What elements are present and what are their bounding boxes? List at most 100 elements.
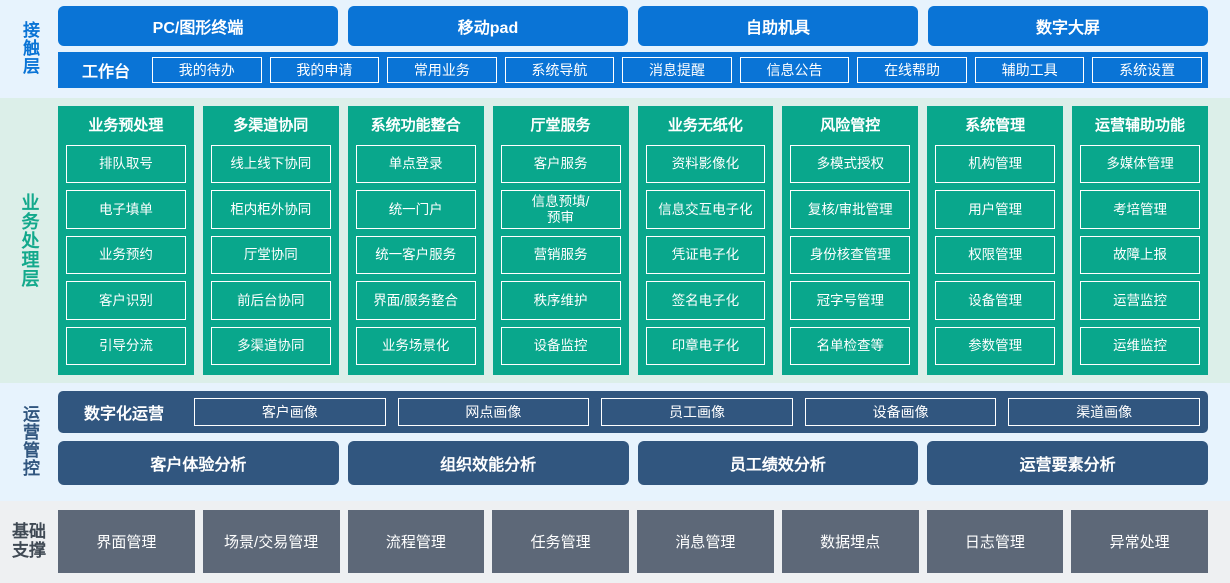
biz-cell[interactable]: 资料影像化 (645, 145, 766, 184)
touch-item-common-business[interactable]: 常用业务 (387, 57, 497, 83)
base-item-process-management[interactable]: 流程管理 (347, 510, 485, 573)
biz-cell[interactable]: 多媒体管理 (1080, 145, 1200, 184)
biz-column-title: 风险管控 (820, 117, 881, 134)
biz-column-operation-support: 运营辅助功能 多媒体管理 考培管理 故障上报 运营监控 运维监控 (1072, 106, 1208, 375)
base-item-scenario-transaction-management[interactable]: 场景/交易管理 (202, 510, 340, 573)
biz-cell[interactable]: 多渠道协同 (210, 326, 331, 366)
ops-portrait-channel[interactable]: 渠道画像 (1008, 398, 1200, 426)
base-item-log-management[interactable]: 日志管理 (926, 510, 1064, 573)
touch-item-auxiliary-tools[interactable]: 辅助工具 (974, 57, 1085, 83)
touch-channel-self-service[interactable]: 自助机具 (638, 6, 918, 46)
touch-channel-pc[interactable]: PC/图形终端 (58, 6, 338, 46)
touch-channel-mobile-pad[interactable]: 移动pad (348, 6, 628, 46)
ops-analysis-row: 客户体验分析 组织效能分析 员工绩效分析 运营要素分析 (58, 441, 1208, 485)
biz-column-title: 多渠道协同 (233, 117, 309, 134)
ops-digital-title: 数字化运营 (84, 406, 165, 423)
biz-cell[interactable]: 考培管理 (1080, 190, 1200, 229)
biz-column-paperless: 业务无纸化 资料影像化 信息交互电子化 凭证电子化 签名电子化 印章电子化 (637, 106, 774, 375)
biz-cell[interactable]: 多模式授权 (790, 145, 911, 184)
biz-column-title: 业务无纸化 (667, 117, 743, 134)
touch-item-my-todo[interactable]: 我的待办 (152, 57, 262, 83)
layer-touch-body: PC/图形终端 移动pad 自助机具 数字大屏 工作台 我的待办 我的申请 常用… (58, 6, 1230, 90)
base-item-ui-management[interactable]: 界面管理 (58, 510, 195, 573)
biz-cell[interactable]: 秩序维护 (500, 281, 621, 320)
biz-cell[interactable]: 引导分流 (66, 326, 186, 366)
ops-portrait-customer[interactable]: 客户画像 (194, 398, 386, 426)
biz-cell[interactable]: 统一客户服务 (355, 235, 476, 275)
biz-cell[interactable]: 线上线下协同 (210, 145, 331, 184)
layer-operations-label: 运营管控 (20, 405, 40, 477)
biz-cell[interactable]: 设备监控 (500, 326, 621, 366)
biz-column-system-integration: 系统功能整合 单点登录 统一门户 统一客户服务 界面/服务整合 业务场景化 (347, 106, 484, 375)
ops-analysis-org-efficiency[interactable]: 组织效能分析 (347, 441, 629, 485)
biz-cell[interactable]: 签名电子化 (645, 281, 766, 320)
biz-cell[interactable]: 身份核查管理 (790, 235, 911, 275)
biz-cell[interactable]: 排队取号 (66, 145, 186, 184)
biz-cell[interactable]: 营销服务 (500, 235, 621, 275)
ops-analysis-operation-factors[interactable]: 运营要素分析 (927, 441, 1208, 485)
biz-cell[interactable]: 运营监控 (1080, 281, 1200, 320)
touch-workbench-row: 工作台 我的待办 我的申请 常用业务 系统导航 消息提醒 信息公告 在线帮助 辅… (58, 52, 1208, 88)
biz-column-title: 系统管理 (965, 117, 1026, 134)
ops-analysis-employee-performance[interactable]: 员工绩效分析 (637, 441, 919, 485)
biz-cell[interactable]: 机构管理 (935, 145, 1056, 184)
biz-cell[interactable]: 凭证电子化 (645, 235, 766, 275)
biz-cell[interactable]: 用户管理 (935, 190, 1056, 229)
ops-analysis-customer-experience[interactable]: 客户体验分析 (58, 441, 339, 485)
biz-cell[interactable]: 参数管理 (935, 326, 1056, 366)
biz-column-lobby-service: 厅堂服务 客户服务 信息预填/ 预审 营销服务 秩序维护 设备监控 (492, 106, 629, 375)
biz-cell[interactable]: 业务场景化 (355, 326, 476, 366)
biz-cell[interactable]: 运维监控 (1080, 326, 1200, 366)
layer-operations-body: 数字化运营 客户画像 网点画像 员工画像 设备画像 渠道画像 客户体验分析 组织… (58, 391, 1230, 491)
layer-base-label-line1: 基础 (12, 522, 46, 542)
biz-cell[interactable]: 印章电子化 (645, 326, 766, 366)
biz-cell[interactable]: 客户服务 (500, 145, 621, 184)
biz-cell[interactable]: 故障上报 (1080, 235, 1200, 275)
biz-cell[interactable]: 厅堂协同 (210, 235, 331, 275)
touch-item-system-navigation[interactable]: 系统导航 (504, 57, 615, 83)
touch-workbench-title: 工作台 (82, 64, 131, 81)
biz-cell[interactable]: 客户识别 (66, 281, 186, 320)
biz-cell[interactable]: 设备管理 (935, 281, 1056, 320)
layer-touch: 接触层 PC/图形终端 移动pad 自助机具 数字大屏 工作台 我的待办 我的申… (0, 0, 1230, 98)
biz-cell[interactable]: 名单检查等 (790, 326, 911, 366)
touch-item-info-announcement[interactable]: 信息公告 (739, 57, 850, 83)
ops-portrait-employee[interactable]: 员工画像 (601, 398, 793, 426)
biz-column-multichannel: 多渠道协同 线上线下协同 柜内柜外协同 厅堂协同 前后台协同 多渠道协同 (202, 106, 339, 375)
biz-cell[interactable]: 单点登录 (355, 145, 476, 184)
base-item-task-management[interactable]: 任务管理 (492, 510, 629, 573)
touch-item-message-reminder[interactable]: 消息提醒 (622, 57, 732, 83)
biz-cell[interactable]: 电子填单 (66, 190, 186, 229)
base-item-data-tracking[interactable]: 数据埋点 (781, 510, 919, 573)
touch-item-my-application[interactable]: 我的申请 (269, 57, 380, 83)
biz-cell[interactable]: 业务预约 (66, 235, 186, 275)
biz-column-system-management: 系统管理 机构管理 用户管理 权限管理 设备管理 参数管理 (927, 106, 1064, 375)
biz-cell[interactable]: 统一门户 (355, 190, 476, 229)
layer-operations: 运营管控 数字化运营 客户画像 网点画像 员工画像 设备画像 渠道画像 客户体验… (0, 383, 1230, 501)
biz-cell[interactable]: 权限管理 (935, 235, 1056, 275)
layer-base: 基础 支撑 界面管理 场景/交易管理 流程管理 任务管理 消息管理 数据埋点 日… (0, 501, 1230, 583)
base-item-exception-handling[interactable]: 异常处理 (1071, 510, 1208, 573)
layer-touch-label: 接触层 (20, 21, 40, 75)
touch-item-system-settings[interactable]: 系统设置 (1092, 57, 1202, 83)
ops-digital-row: 数字化运营 客户画像 网点画像 员工画像 设备画像 渠道画像 (58, 391, 1208, 433)
biz-cell[interactable]: 柜内柜外协同 (210, 190, 331, 229)
touch-channel-row: PC/图形终端 移动pad 自助机具 数字大屏 (58, 6, 1208, 46)
touch-item-online-help[interactable]: 在线帮助 (857, 57, 967, 83)
ops-portrait-branch[interactable]: 网点画像 (397, 398, 590, 426)
biz-cell[interactable]: 信息预填/ 预审 (500, 190, 621, 229)
biz-column-preprocessing: 业务预处理 排队取号 电子填单 业务预约 客户识别 引导分流 (58, 106, 194, 375)
biz-cell[interactable]: 前后台协同 (210, 281, 331, 320)
ops-portrait-device[interactable]: 设备画像 (804, 398, 997, 426)
biz-cell[interactable]: 冠字号管理 (790, 281, 911, 320)
biz-cell[interactable]: 界面/服务整合 (355, 281, 476, 320)
layer-business-body: 业务预处理 排队取号 电子填单 业务预约 客户识别 引导分流 多渠道协同 线上线… (58, 106, 1230, 375)
layer-business: 业务处理层 业务预处理 排队取号 电子填单 业务预约 客户识别 引导分流 多渠道… (0, 98, 1230, 383)
base-item-message-management[interactable]: 消息管理 (637, 510, 774, 573)
biz-column-risk-control: 风险管控 多模式授权 复核/审批管理 身份核查管理 冠字号管理 名单检查等 (782, 106, 919, 375)
biz-column-title: 运营辅助功能 (1095, 117, 1186, 134)
touch-channel-digital-screen[interactable]: 数字大屏 (928, 6, 1208, 46)
biz-cell[interactable]: 信息交互电子化 (645, 190, 766, 229)
biz-cell[interactable]: 复核/审批管理 (790, 190, 911, 229)
